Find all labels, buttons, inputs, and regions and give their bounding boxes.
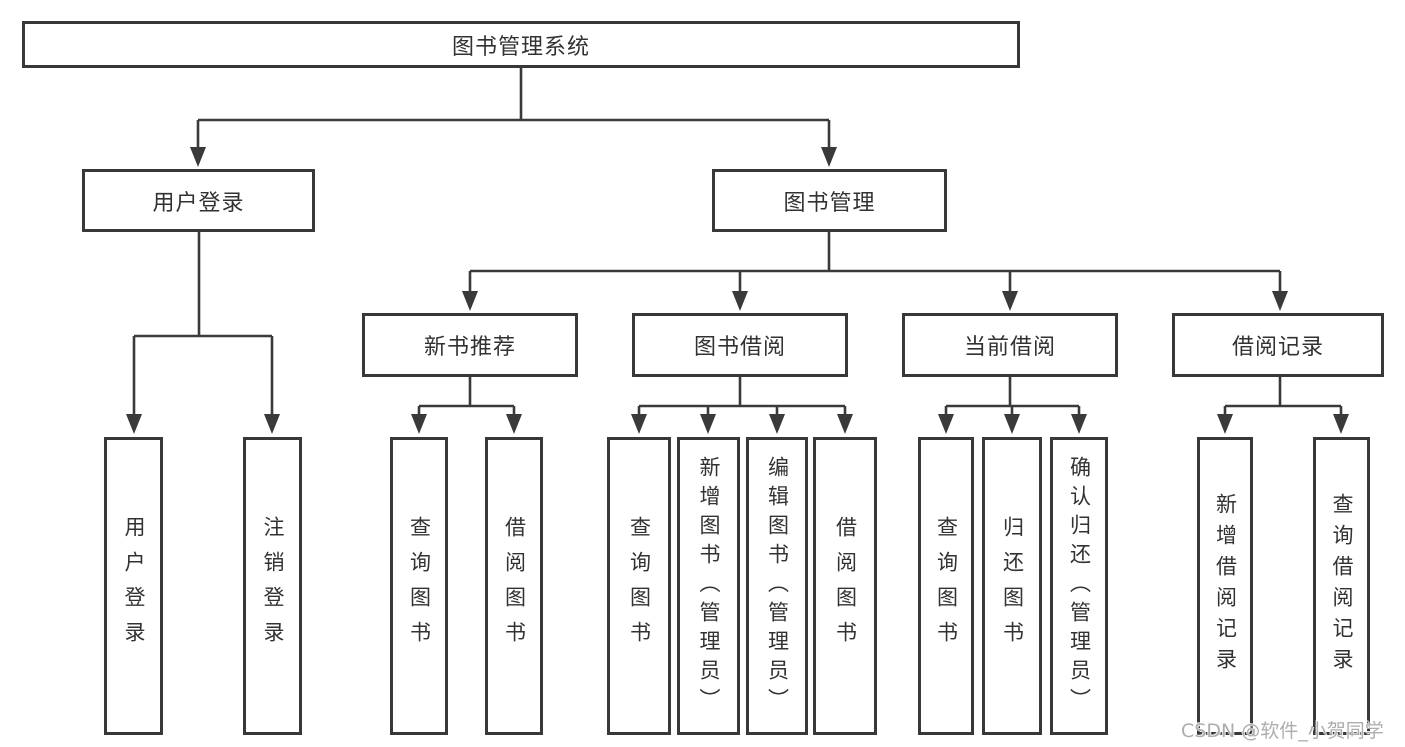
node-borrow-record: 借阅记录 (1172, 313, 1384, 377)
leaf-borrow-books-1: 借阅图书 (485, 437, 543, 735)
leaf-add-book-admin-label: 新增图书（管理员） (697, 455, 721, 717)
leaf-query-books-3-label: 查询图书 (934, 516, 959, 656)
leaf-user-login-label: 用户登录 (122, 516, 146, 656)
leaf-borrow-books-2-label: 借阅图书 (833, 516, 858, 656)
leaf-borrow-books-2: 借阅图书 (813, 437, 877, 735)
csdn-watermark: CSDN @软件_小贺同学 (1181, 720, 1384, 742)
node-root-label: 图书管理系统 (451, 34, 590, 60)
node-user-login: 用户登录 (82, 169, 315, 232)
leaf-edit-book-admin: 编辑图书（管理员） (746, 437, 808, 735)
leaf-edit-book-admin-label: 编辑图书（管理员） (765, 455, 790, 717)
leaf-confirm-return-admin-label: 确认归还（管理员） (1067, 455, 1092, 717)
node-current-borrow: 当前借阅 (902, 313, 1118, 377)
node-new-book-recommend-label: 新书推荐 (423, 335, 516, 360)
leaf-user-login: 用户登录 (104, 437, 163, 735)
leaf-borrow-books-1-label: 借阅图书 (502, 516, 527, 656)
node-book-borrow-label: 图书借阅 (693, 335, 786, 360)
leaf-query-borrow-record-label: 查询借阅记录 (1330, 493, 1354, 679)
leaf-query-books-3: 查询图书 (918, 437, 974, 735)
node-new-book-recommend: 新书推荐 (362, 313, 578, 377)
leaf-return-books: 归还图书 (982, 437, 1042, 735)
leaf-add-book-admin: 新增图书（管理员） (677, 437, 740, 735)
node-borrow-record-label: 借阅记录 (1231, 335, 1324, 360)
leaf-query-books-2-label: 查询图书 (627, 516, 652, 656)
connector-strokes (132, 68, 1343, 416)
leaf-logout: 注销登录 (243, 437, 302, 735)
leaf-logout-label: 注销登录 (261, 516, 285, 656)
leaf-add-borrow-record-label: 新增借阅记录 (1213, 493, 1238, 679)
node-current-borrow-label: 当前借阅 (963, 335, 1056, 360)
leaf-query-books-1-label: 查询图书 (407, 516, 432, 656)
leaf-add-borrow-record: 新增借阅记录 (1197, 437, 1253, 735)
node-user-login-label: 用户登录 (152, 190, 245, 216)
node-root-system: 图书管理系统 (22, 21, 1020, 68)
leaf-query-books-2: 查询图书 (607, 437, 671, 735)
node-book-borrow: 图书借阅 (632, 313, 848, 377)
leaf-confirm-return-admin: 确认归还（管理员） (1050, 437, 1108, 735)
leaf-query-books-1: 查询图书 (390, 437, 448, 735)
leaf-return-books-label: 归还图书 (1000, 516, 1025, 656)
node-book-management-label: 图书管理 (783, 190, 876, 216)
arrowheads (126, 147, 1349, 434)
leaf-query-borrow-record: 查询借阅记录 (1313, 437, 1370, 735)
node-book-management: 图书管理 (712, 169, 947, 232)
